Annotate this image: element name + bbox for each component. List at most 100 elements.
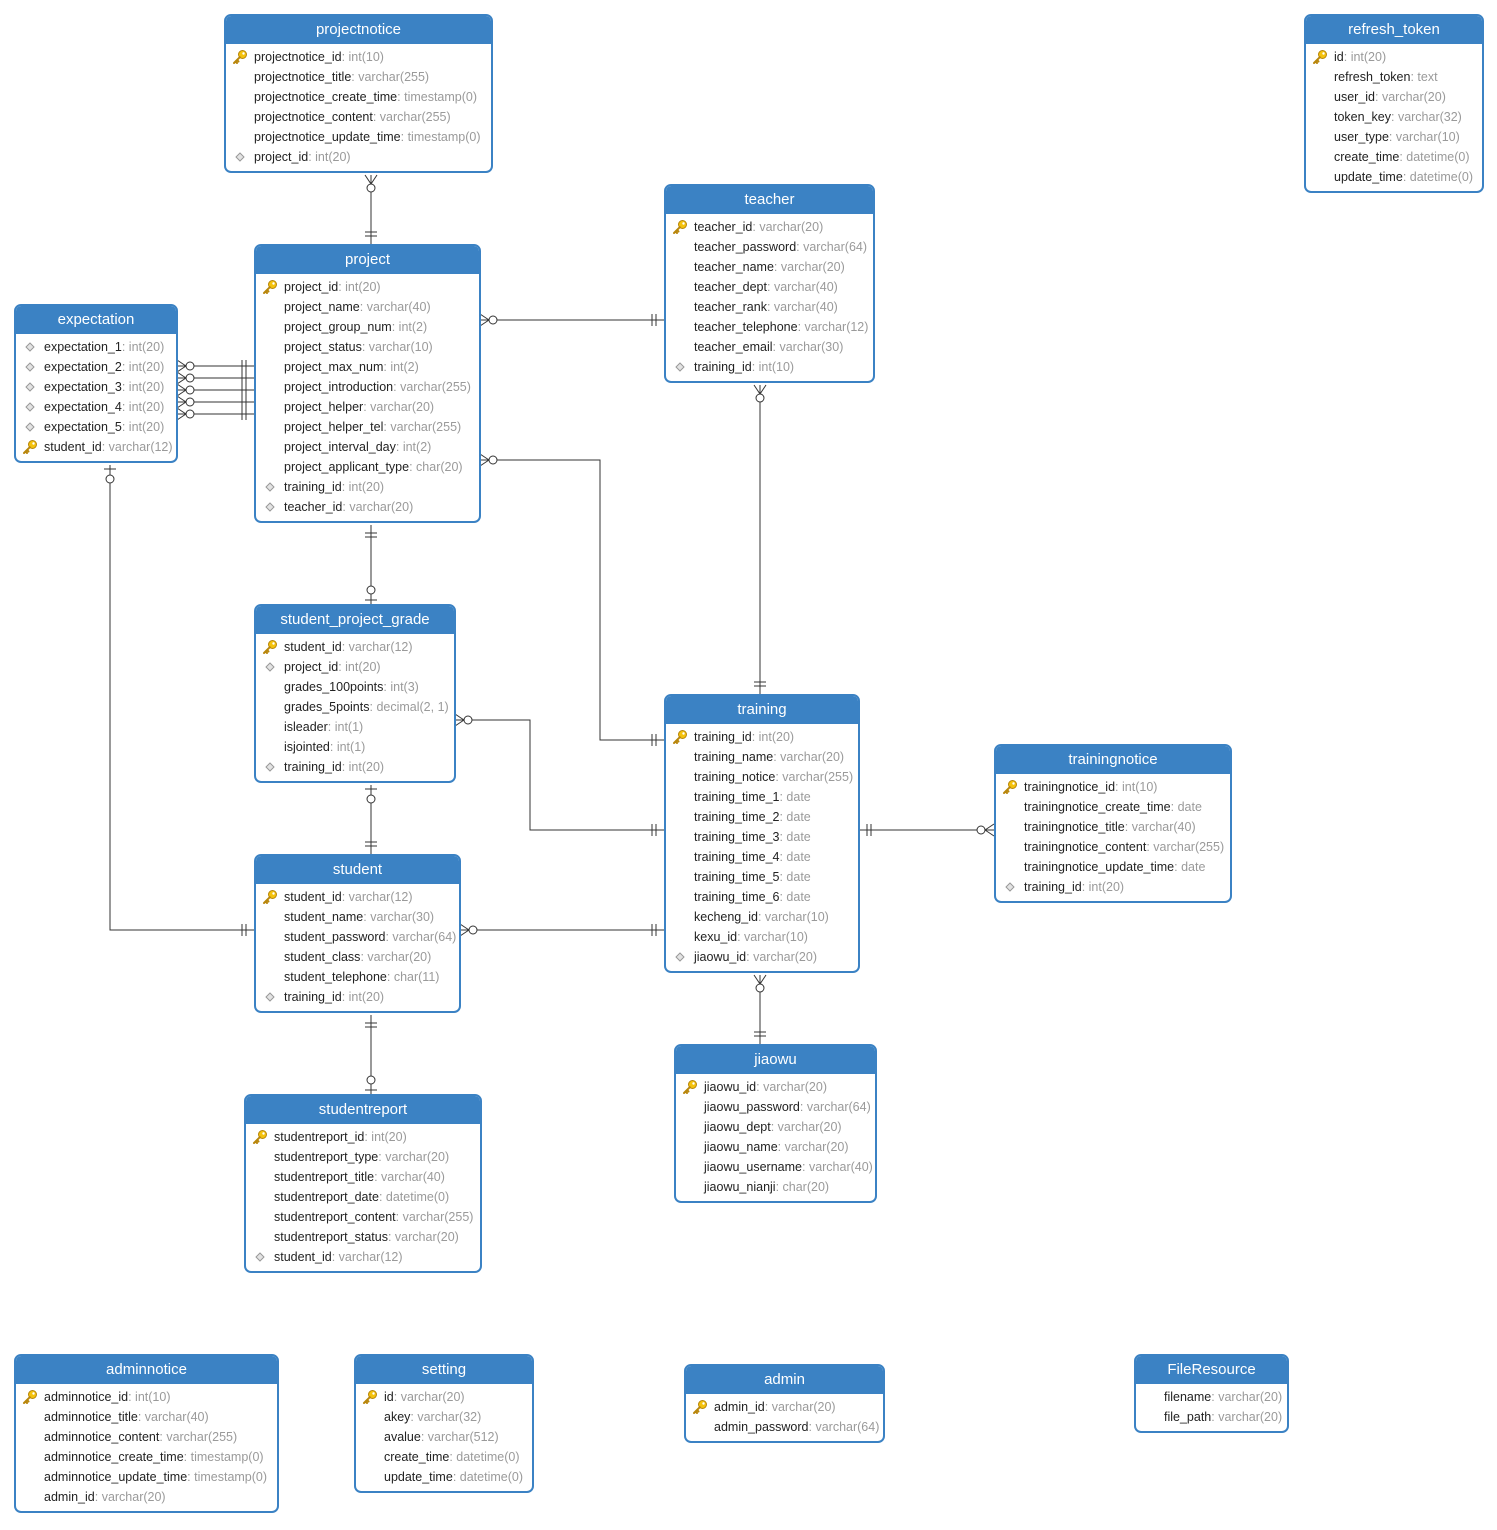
column-row[interactable]: teacher_password: varchar(64) [694,240,868,254]
column-row[interactable]: update_time: datetime(0) [1334,170,1473,184]
column-row[interactable]: studentreport_title: varchar(40) [274,1170,445,1184]
column-row[interactable]: admin_id: varchar(20) [686,1397,883,1417]
column-row[interactable]: expectation_1: int(20) [16,337,176,357]
column-row[interactable]: teacher_dept: varchar(40) [694,280,838,294]
column-row[interactable]: grades_5points: decimal(2, 1) [284,700,449,714]
column-row[interactable]: akey: varchar(32) [384,1410,482,1424]
column-row[interactable]: training_id: int(20) [256,477,479,497]
column-row[interactable]: studentreport_status: varchar(20) [274,1230,459,1244]
column-row[interactable]: project_helper_tel: varchar(255) [284,420,462,434]
column-row[interactable]: jiaowu_name: varchar(20) [704,1140,849,1154]
column-row[interactable]: training_time_6: date [694,890,811,904]
column-row[interactable]: project_applicant_type: char(20) [284,460,463,474]
column-row[interactable]: id: varchar(20) [356,1387,532,1407]
column-row[interactable]: teacher_name: varchar(20) [694,260,845,274]
column-row[interactable]: training_id: int(20) [996,877,1230,897]
column-row[interactable]: token_key: varchar(32) [1334,110,1462,124]
column-row[interactable]: project_group_num: int(2) [284,320,428,334]
column-row[interactable]: kecheng_id: varchar(10) [694,910,829,924]
column-row[interactable]: file_path: varchar(20) [1164,1410,1283,1424]
column-row[interactable]: student_name: varchar(30) [284,910,435,924]
column-row[interactable]: jiaowu_username: varchar(40) [704,1160,873,1174]
column-row[interactable]: student_id: varchar(12) [256,637,454,657]
column-row[interactable]: jiaowu_password: varchar(64) [704,1100,871,1114]
column-row[interactable]: student_id: varchar(12) [246,1247,480,1267]
column-row[interactable]: avalue: varchar(512) [384,1430,499,1444]
column-row[interactable]: project_status: varchar(10) [284,340,433,354]
column-row[interactable]: training_time_1: date [694,790,811,804]
column-row[interactable]: create_time: datetime(0) [384,1450,520,1464]
column-row[interactable]: project_interval_day: int(2) [284,440,432,454]
column-row[interactable]: teacher_email: varchar(30) [694,340,844,354]
column-row[interactable]: teacher_id: varchar(20) [256,497,479,517]
column-row[interactable]: teacher_id: varchar(20) [666,217,873,237]
column-row[interactable]: projectnotice_content: varchar(255) [254,110,451,124]
column-row[interactable]: project_id: int(20) [256,657,454,677]
column-row[interactable]: projectnotice_update_time: timestamp(0) [254,130,481,144]
column-row[interactable]: refresh_token: text [1334,70,1438,84]
column-row[interactable]: update_time: datetime(0) [384,1470,523,1484]
column-row[interactable]: expectation_5: int(20) [16,417,176,437]
column-row[interactable]: project_id: int(20) [226,147,491,167]
column-row[interactable]: create_time: datetime(0) [1334,150,1470,164]
column-row[interactable]: training_name: varchar(20) [694,750,845,764]
column-row[interactable]: project_id: int(20) [256,277,479,297]
column-row[interactable]: projectnotice_id: int(10) [226,47,491,67]
column-row[interactable]: training_time_4: date [694,850,811,864]
column-row[interactable]: training_time_3: date [694,830,811,844]
column-row[interactable]: kexu_id: varchar(10) [694,930,808,944]
column-row[interactable]: project_max_num: int(2) [284,360,419,374]
column-row[interactable]: projectnotice_title: varchar(255) [254,70,430,84]
column-row[interactable]: training_notice: varchar(255) [694,770,854,784]
column-row[interactable]: training_time_2: date [694,810,811,824]
column-row[interactable]: studentreport_id: int(20) [246,1127,480,1147]
column-row[interactable]: training_id: int(20) [666,727,858,747]
column-row[interactable]: student_id: varchar(12) [16,437,176,457]
column-row[interactable]: training_time_5: date [694,870,811,884]
column-row[interactable]: expectation_3: int(20) [16,377,176,397]
column-row[interactable]: adminnotice_content: varchar(255) [44,1430,238,1444]
column-row[interactable]: expectation_2: int(20) [16,357,176,377]
column-row[interactable]: projectnotice_create_time: timestamp(0) [254,90,478,104]
column-row[interactable]: jiaowu_id: varchar(20) [676,1077,875,1097]
column-row[interactable]: student_password: varchar(64) [284,930,457,944]
column-row[interactable]: grades_100points: int(3) [284,680,419,694]
column-row[interactable]: isjointed: int(1) [284,740,366,754]
column-row[interactable]: trainingnotice_content: varchar(255) [1024,840,1225,854]
column-row[interactable]: training_id: int(10) [666,357,873,377]
column-row[interactable]: id: int(20) [1306,47,1482,67]
column-row[interactable]: trainingnotice_id: int(10) [996,777,1230,797]
column-row[interactable]: teacher_rank: varchar(40) [694,300,838,314]
column-row[interactable]: training_id: int(20) [256,987,459,1007]
column-row[interactable]: user_type: varchar(10) [1334,130,1460,144]
column-row[interactable]: jiaowu_dept: varchar(20) [704,1120,842,1134]
column-row[interactable]: student_id: varchar(12) [256,887,459,907]
column-row[interactable]: adminnotice_update_time: timestamp(0) [44,1470,268,1484]
column-row[interactable]: jiaowu_id: varchar(20) [666,947,858,967]
column-row[interactable]: student_telephone: char(11) [284,970,440,984]
column-row[interactable]: adminnotice_id: int(10) [16,1387,277,1407]
column-row[interactable]: student_class: varchar(20) [284,950,432,964]
column-row[interactable]: trainingnotice_create_time: date [1024,800,1202,814]
column-row[interactable]: user_id: varchar(20) [1334,90,1446,104]
column-row[interactable]: isleader: int(1) [284,720,364,734]
column-row[interactable]: filename: varchar(20) [1164,1390,1283,1404]
column-row[interactable]: adminnotice_title: varchar(40) [44,1410,209,1424]
column-row[interactable]: project_name: varchar(40) [284,300,431,314]
column-row[interactable]: project_helper: varchar(20) [284,400,435,414]
column-row[interactable]: admin_password: varchar(64) [714,1420,880,1434]
